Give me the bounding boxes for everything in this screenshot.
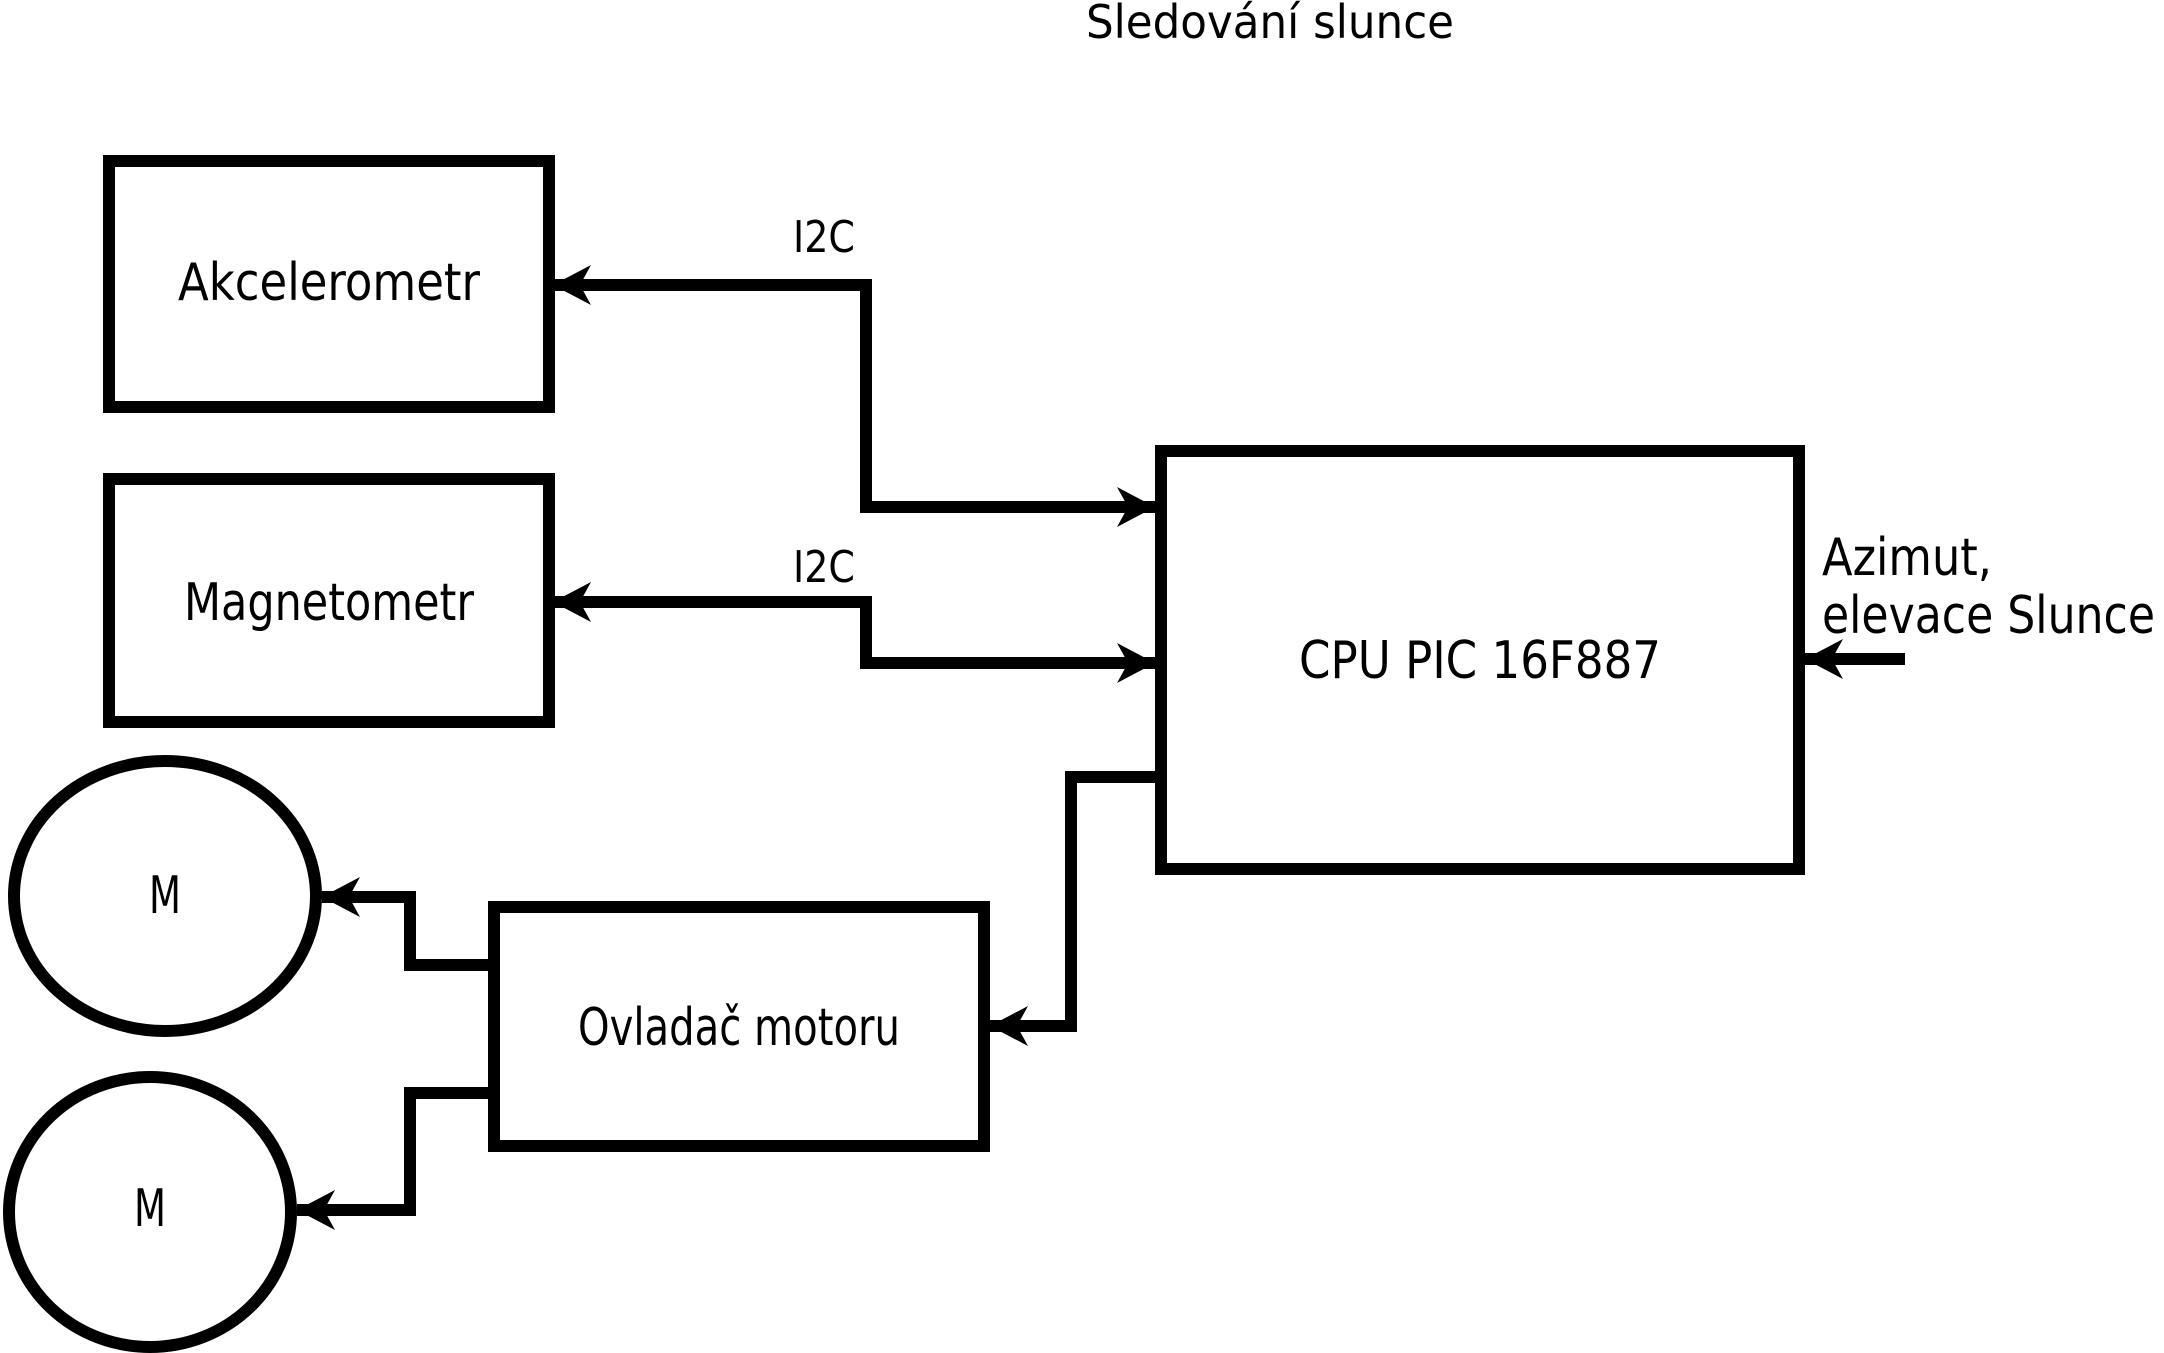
arrowhead-into-ovladac bbox=[990, 1006, 1028, 1046]
edge-label-i2c-magnetometr: I2C bbox=[793, 542, 855, 593]
node-magnetometr bbox=[103, 473, 555, 728]
node-akcelerometr-label: Akcelerometr bbox=[178, 253, 481, 313]
node-motor-1 bbox=[8, 755, 322, 1037]
annotation-azimut-line-2: elevace Slunce bbox=[1822, 586, 2155, 646]
arrowhead-into-cpu-middle bbox=[1117, 643, 1155, 683]
edge-cpu-akcelerometr bbox=[553, 279, 1155, 513]
node-ovladac-motoru-label: Ovladač motoru bbox=[578, 998, 900, 1058]
diagram-title: Sledování slunce bbox=[1086, 0, 1454, 49]
arrowhead-into-motor2 bbox=[297, 1190, 335, 1230]
edge-cpu-ovladac bbox=[990, 771, 1155, 1032]
annotation-azimut-line-1: Azimut, bbox=[1822, 528, 1992, 588]
node-motor-2-label: M bbox=[134, 1179, 166, 1239]
edge-label-i2c-akcelerometr: I2C bbox=[793, 212, 855, 263]
arrowhead-into-cpu-top bbox=[1117, 487, 1155, 527]
node-cpu-label: CPU PIC 16F887 bbox=[1299, 631, 1661, 691]
arrowhead-into-akcelerometr bbox=[553, 265, 591, 305]
arrowhead-into-cpu-right bbox=[1805, 639, 1843, 679]
edge-cpu-magnetometr bbox=[553, 596, 1155, 669]
node-motor-2 bbox=[3, 1071, 297, 1353]
node-magnetometr-label: Magnetometr bbox=[184, 573, 475, 633]
node-akcelerometr bbox=[103, 155, 555, 413]
node-ovladac-motoru bbox=[488, 901, 990, 1152]
node-cpu bbox=[1155, 445, 1805, 875]
node-motor-1-label: M bbox=[149, 866, 181, 926]
arrowhead-into-motor1 bbox=[322, 877, 360, 917]
arrowhead-into-magnetometr bbox=[553, 582, 591, 622]
edge-ovladac-motor1 bbox=[322, 891, 488, 971]
edge-ovladac-motor2 bbox=[297, 1087, 488, 1216]
